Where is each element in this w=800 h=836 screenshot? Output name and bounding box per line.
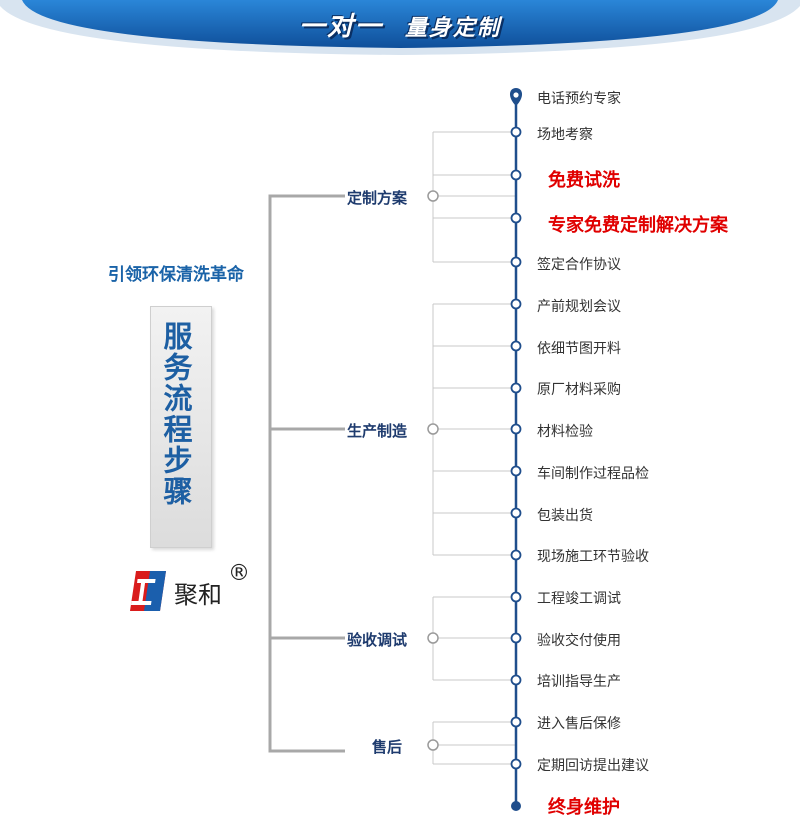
timeline-node-icon: [510, 591, 522, 603]
step-label-highlight: 免费试洗: [548, 170, 620, 191]
step-label: 工程竣工调试: [537, 591, 621, 607]
banner-title-part1: 一对一: [298, 12, 383, 42]
step-label-highlight: 终身维护: [548, 797, 620, 818]
step-label: 车间制作过程品检: [537, 466, 649, 482]
timeline-node-icon: [510, 126, 522, 138]
timeline-node-icon: [510, 169, 522, 181]
step-label: 签定合作协议: [537, 257, 621, 273]
banner-title: 一对一量身定制: [0, 6, 800, 43]
category-custom-plan: 定制方案: [347, 187, 410, 208]
group-node-icon: [427, 739, 439, 751]
timeline-node-icon: [510, 758, 522, 770]
timeline-node-icon: [510, 674, 522, 686]
timeline-node-icon: [510, 465, 522, 477]
timeline-node-icon: [510, 423, 522, 435]
banner-shape: [0, 0, 800, 55]
step-label: 进入售后保修: [537, 716, 621, 732]
timeline-node-icon: [510, 340, 522, 352]
timeline-node-icon: [510, 632, 522, 644]
step-label: 验收交付使用: [537, 633, 621, 649]
group-node-icon: [427, 632, 439, 644]
group-node-icon: [427, 190, 439, 202]
step-label: 依细节图开料: [537, 341, 621, 357]
step-label: 产前规划会议: [537, 299, 621, 315]
slogan-text: 引领环保清洗革命: [108, 265, 244, 285]
vertical-heading: 服务流程步骤: [159, 321, 193, 507]
timeline-end-dot: [511, 801, 521, 811]
timeline-node-icon: [510, 549, 522, 561]
timeline-node-icon: [510, 716, 522, 728]
step-label: 包装出货: [537, 508, 593, 524]
brand-mark-icon: [130, 571, 166, 611]
banner-title-part2: 量身定制: [405, 15, 502, 41]
map-pin-hole: [513, 92, 519, 98]
timeline-node-icon: [510, 256, 522, 268]
category-acceptance: 验收调试: [347, 629, 410, 650]
timeline-node-icon: [510, 507, 522, 519]
step-label-highlight: 专家免费定制解决方案: [548, 215, 728, 236]
step-label: 电话预约专家: [537, 91, 621, 107]
category-after-sales: 售后: [372, 736, 405, 757]
category-production: 生产制造: [347, 420, 410, 441]
timeline-node-icon: [510, 212, 522, 224]
step-label: 材料检验: [537, 424, 593, 440]
brand-logo: 聚和 ®: [128, 561, 278, 615]
vertical-heading-box: 服务流程步骤: [150, 306, 212, 548]
timeline-node-icon: [510, 382, 522, 394]
group-node-icon: [427, 423, 439, 435]
step-label: 原厂材料采购: [537, 382, 621, 398]
step-label: 培训指导生产: [537, 674, 621, 690]
registered-mark: ®: [228, 561, 250, 586]
bracket-line: [268, 194, 345, 753]
brand-name: 聚和: [174, 581, 222, 609]
step-label: 现场施工环节验收: [537, 549, 649, 565]
header-banner: 一对一量身定制: [0, 0, 800, 60]
step-label: 场地考察: [537, 127, 593, 143]
step-label: 定期回访提出建议: [537, 758, 649, 774]
timeline-node-icon: [510, 298, 522, 310]
